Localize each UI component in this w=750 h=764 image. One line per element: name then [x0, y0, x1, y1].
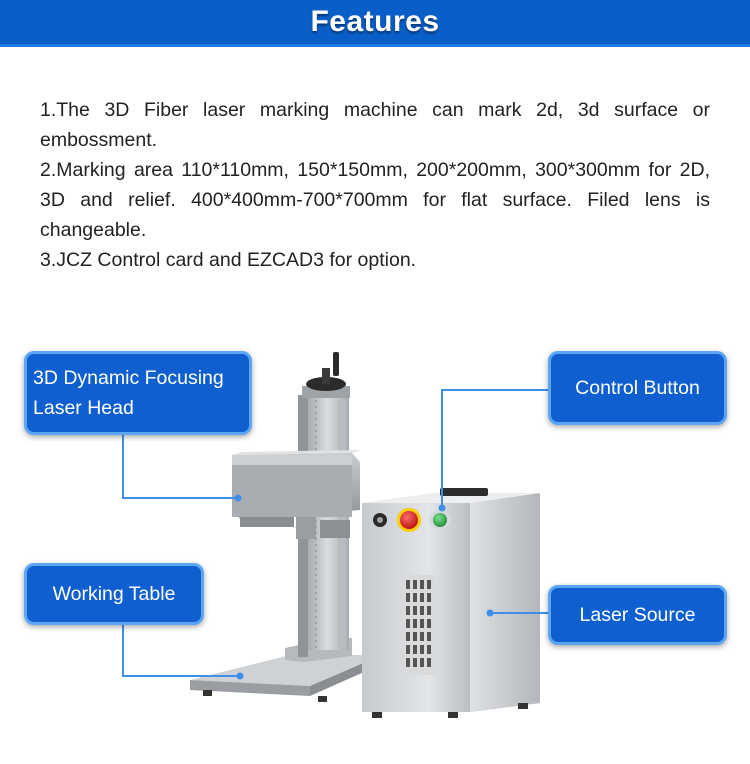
feature-list: 1.The 3D Fiber laser marking machine can…: [40, 95, 710, 275]
leader-lines: [122, 389, 549, 677]
callout-text: Working Table: [52, 582, 176, 605]
emergency-stop-icon[interactable]: [397, 508, 421, 532]
callout-text: Laser Head: [33, 397, 134, 419]
callout-laser-head: 3D Dynamic Focusing Laser Head: [24, 351, 252, 435]
callout-text: Control Button: [575, 376, 700, 399]
callout-laser-source: Laser Source: [548, 585, 727, 645]
feature-item: 3.JCZ Control card and EZCAD3 for option…: [40, 249, 417, 271]
height-handwheel: [302, 352, 350, 398]
working-table: [190, 655, 382, 702]
feature-item: 1.The 3D Fiber laser marking machine can…: [40, 99, 710, 151]
callout-control-button: Control Button: [548, 351, 727, 425]
callout-working-table: Working Table: [24, 563, 204, 625]
laser-source-box: [362, 488, 540, 718]
feature-item: 2.Marking area 110*110mm, 150*150mm, 200…: [40, 159, 710, 241]
page-title: Features: [310, 5, 440, 38]
callout-text: Laser Source: [579, 603, 696, 626]
vent-grille: [402, 575, 436, 675]
callout-text: 3D Dynamic Focusing: [33, 367, 224, 389]
laser-head: [232, 450, 360, 539]
start-button-icon[interactable]: [430, 510, 450, 530]
key-switch-icon[interactable]: [373, 513, 387, 527]
machine-illustration: [122, 352, 549, 718]
header-bar: Features: [0, 0, 750, 47]
